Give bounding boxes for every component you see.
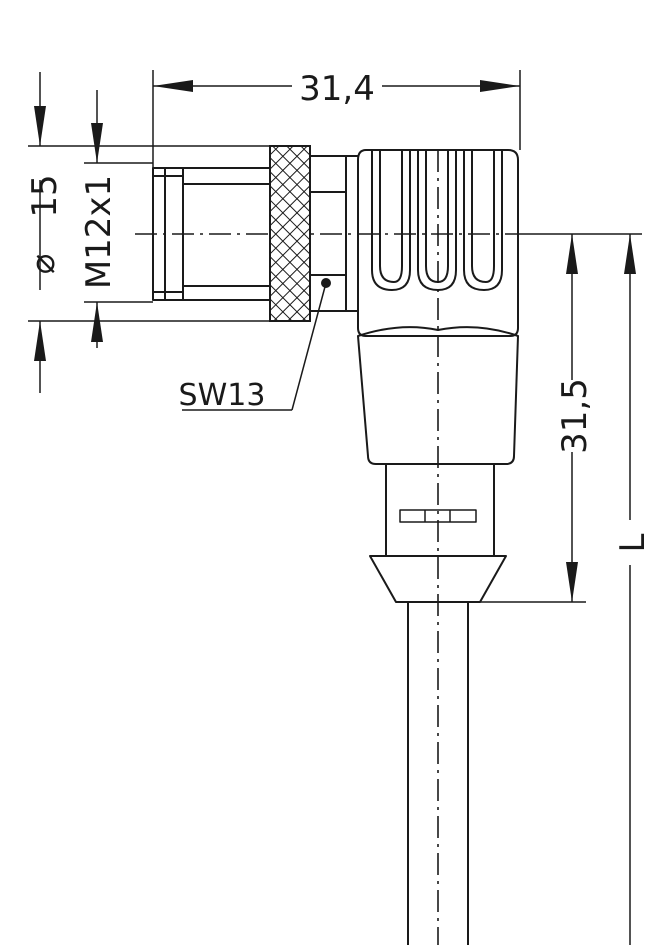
cable xyxy=(407,601,469,945)
knurled-coupling-nut xyxy=(269,145,311,322)
diameter-symbol: ⌀ xyxy=(23,254,63,274)
angled-housing xyxy=(357,149,519,337)
height-value: 31,5 xyxy=(555,378,595,454)
dimension-overall-width: 31,4 xyxy=(152,69,521,168)
dimension-overall-width-value: 31,4 xyxy=(299,69,375,109)
dimension-diameter: ⌀ 15 xyxy=(23,72,270,393)
thread-value: M12x1 xyxy=(79,175,119,289)
cable-length-label: L xyxy=(613,533,653,552)
diameter-value: 15 xyxy=(25,174,65,217)
wrench-size-callout: SW13 xyxy=(179,282,327,413)
dimension-cable-length: L xyxy=(613,234,653,945)
dimension-height: 31,5 xyxy=(480,233,642,603)
wrench-size-label: SW13 xyxy=(179,378,266,413)
dimension-thread: M12x1 xyxy=(79,90,153,348)
